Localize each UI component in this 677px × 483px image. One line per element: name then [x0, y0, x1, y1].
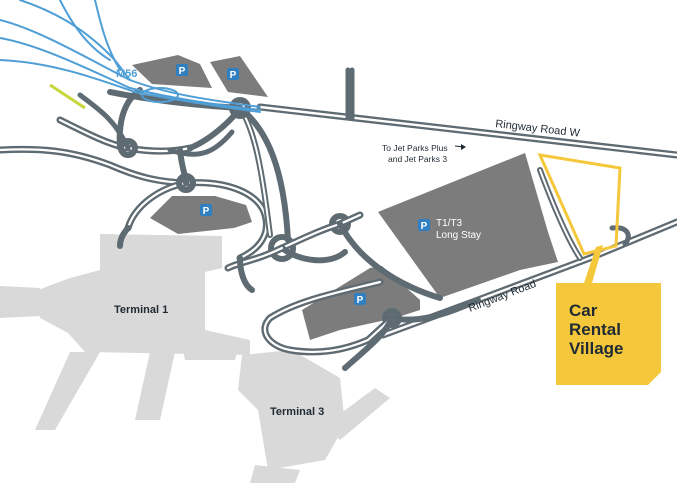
terminal-1-building [0, 234, 250, 430]
car-rental-village-callout [556, 283, 661, 385]
parking-letter: P [230, 70, 237, 81]
arrow-right-icon [454, 144, 466, 150]
long-stay-label-line1: T1/T3 [436, 218, 463, 229]
parking-letter: P [357, 295, 364, 306]
car-rental-village-outline [537, 153, 622, 256]
callout-line-2: Rental [569, 320, 621, 339]
parking-letter: P [203, 206, 210, 217]
highlighted-link-road [49, 83, 86, 110]
m56-motorway [0, 0, 261, 113]
parking-icon: P [176, 64, 188, 77]
terminal-3-label: Terminal 3 [270, 406, 324, 418]
parking-icon: P [200, 204, 212, 217]
long-stay-label-line2: Long Stay [436, 230, 481, 241]
jet-parks-label-line2: and Jet Parks 3 [388, 154, 447, 164]
car-park-north-1 [132, 55, 212, 88]
parking-icon: P [227, 68, 239, 81]
road-network [0, 67, 677, 371]
parking-icon: P [418, 219, 430, 232]
terminal-3-building [238, 350, 390, 483]
callout-line-3: Village [569, 339, 624, 358]
parking-icon: P [354, 293, 366, 306]
terminal-1-label: Terminal 1 [114, 304, 168, 316]
callout-line-1: Car [569, 301, 598, 320]
car-park-long-stay [378, 153, 558, 298]
m56-label: M56 [116, 68, 137, 80]
jet-parks-label-line1: To Jet Parks Plus [382, 143, 448, 153]
callout-pointer [584, 245, 603, 283]
parking-letter: P [179, 66, 186, 77]
parking-letter: P [421, 221, 428, 232]
